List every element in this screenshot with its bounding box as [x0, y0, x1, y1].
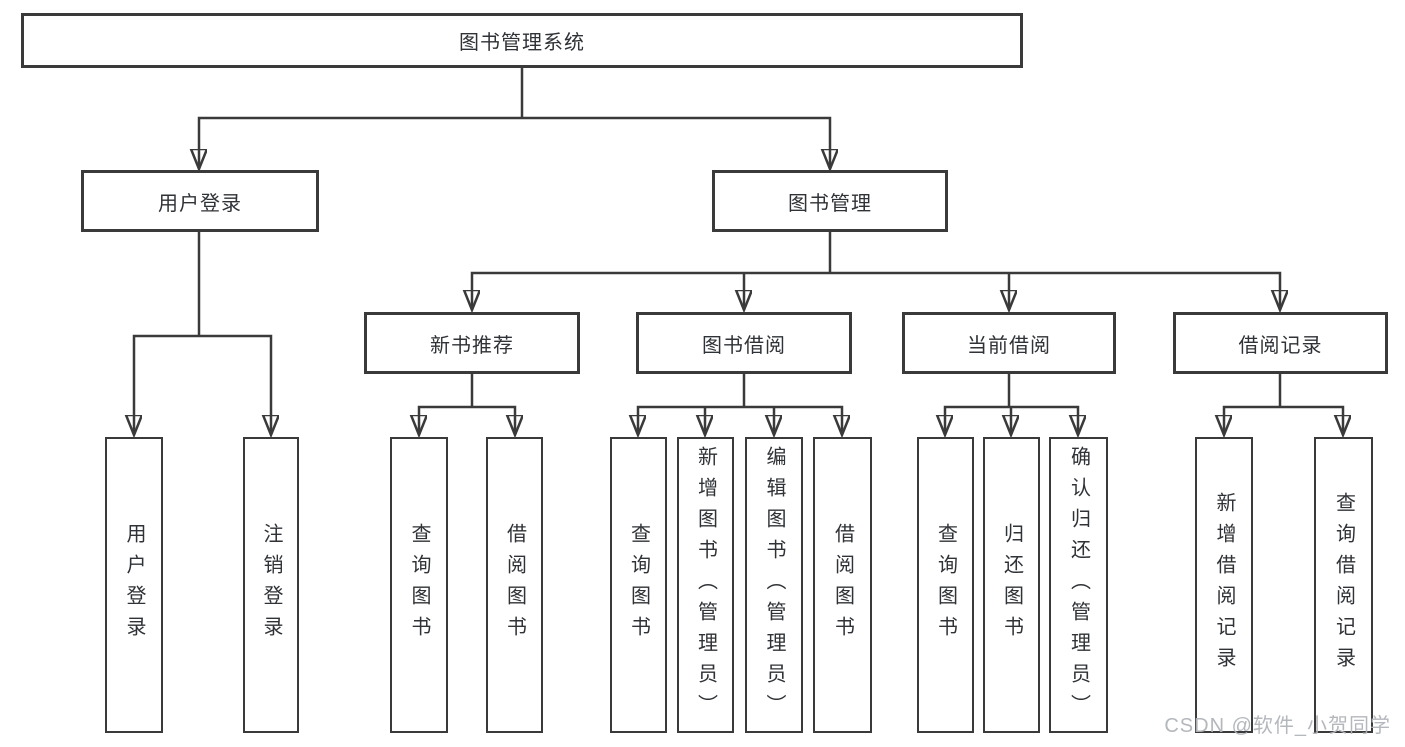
node-label: 注销登录 — [260, 523, 282, 647]
leaf-borrow-books: 借阅图书 — [813, 437, 872, 733]
node-label: 图书管理系统 — [459, 32, 585, 54]
leaf-query-borrow-record: 查询借阅记录 — [1314, 437, 1373, 733]
node-label: 归还图书 — [1000, 523, 1023, 647]
node-label: 借阅记录 — [1238, 334, 1323, 357]
node-borrow-records: 借阅记录 — [1173, 312, 1388, 374]
node-library-management-system: 图书管理系统 — [21, 13, 1023, 68]
leaf-logout: 注销登录 — [243, 437, 299, 733]
leaf-query-books-current: 查询图书 — [917, 437, 974, 733]
node-label: 借阅图书 — [503, 523, 526, 647]
leaf-query-books-recommend: 查询图书 — [390, 437, 448, 733]
node-label: 用户登录 — [123, 523, 145, 647]
node-label: 查询借阅记录 — [1332, 492, 1355, 678]
node-label: 查询图书 — [627, 523, 650, 647]
node-label: 当前借阅 — [967, 334, 1051, 357]
node-label: 用户登录 — [158, 192, 242, 215]
node-label: 新增借阅记录 — [1213, 492, 1235, 678]
node-new-book-recommend: 新书推荐 — [364, 312, 580, 374]
leaf-confirm-return-admin: 确认归还（管理员） — [1049, 437, 1108, 733]
node-user-login: 用户登录 — [81, 170, 319, 232]
leaf-add-books-admin: 新增图书（管理员） — [677, 437, 734, 733]
node-label: 查询图书 — [408, 523, 430, 647]
node-book-borrow: 图书借阅 — [636, 312, 852, 374]
node-book-management: 图书管理 — [712, 170, 948, 232]
leaf-borrow-books-recommend: 借阅图书 — [486, 437, 543, 733]
node-label: 新增图书（管理员） — [694, 445, 717, 725]
leaf-add-borrow-record: 新增借阅记录 — [1195, 437, 1253, 733]
leaf-query-books-borrow: 查询图书 — [610, 437, 667, 733]
leaf-user-login: 用户登录 — [105, 437, 163, 733]
node-label: 编辑图书（管理员） — [763, 445, 785, 725]
node-label: 图书借阅 — [702, 334, 786, 357]
leaf-return-books: 归还图书 — [983, 437, 1040, 733]
node-label: 查询图书 — [934, 523, 957, 647]
node-label: 图书管理 — [788, 192, 872, 215]
leaf-edit-books-admin: 编辑图书（管理员） — [745, 437, 803, 733]
csdn-watermark: CSDN @软件_小贺同学 — [1164, 715, 1391, 737]
node-label: 新书推荐 — [430, 334, 514, 357]
node-label: 确认归还（管理员） — [1067, 445, 1090, 725]
node-label: 借阅图书 — [831, 523, 854, 647]
node-current-borrow: 当前借阅 — [902, 312, 1116, 374]
